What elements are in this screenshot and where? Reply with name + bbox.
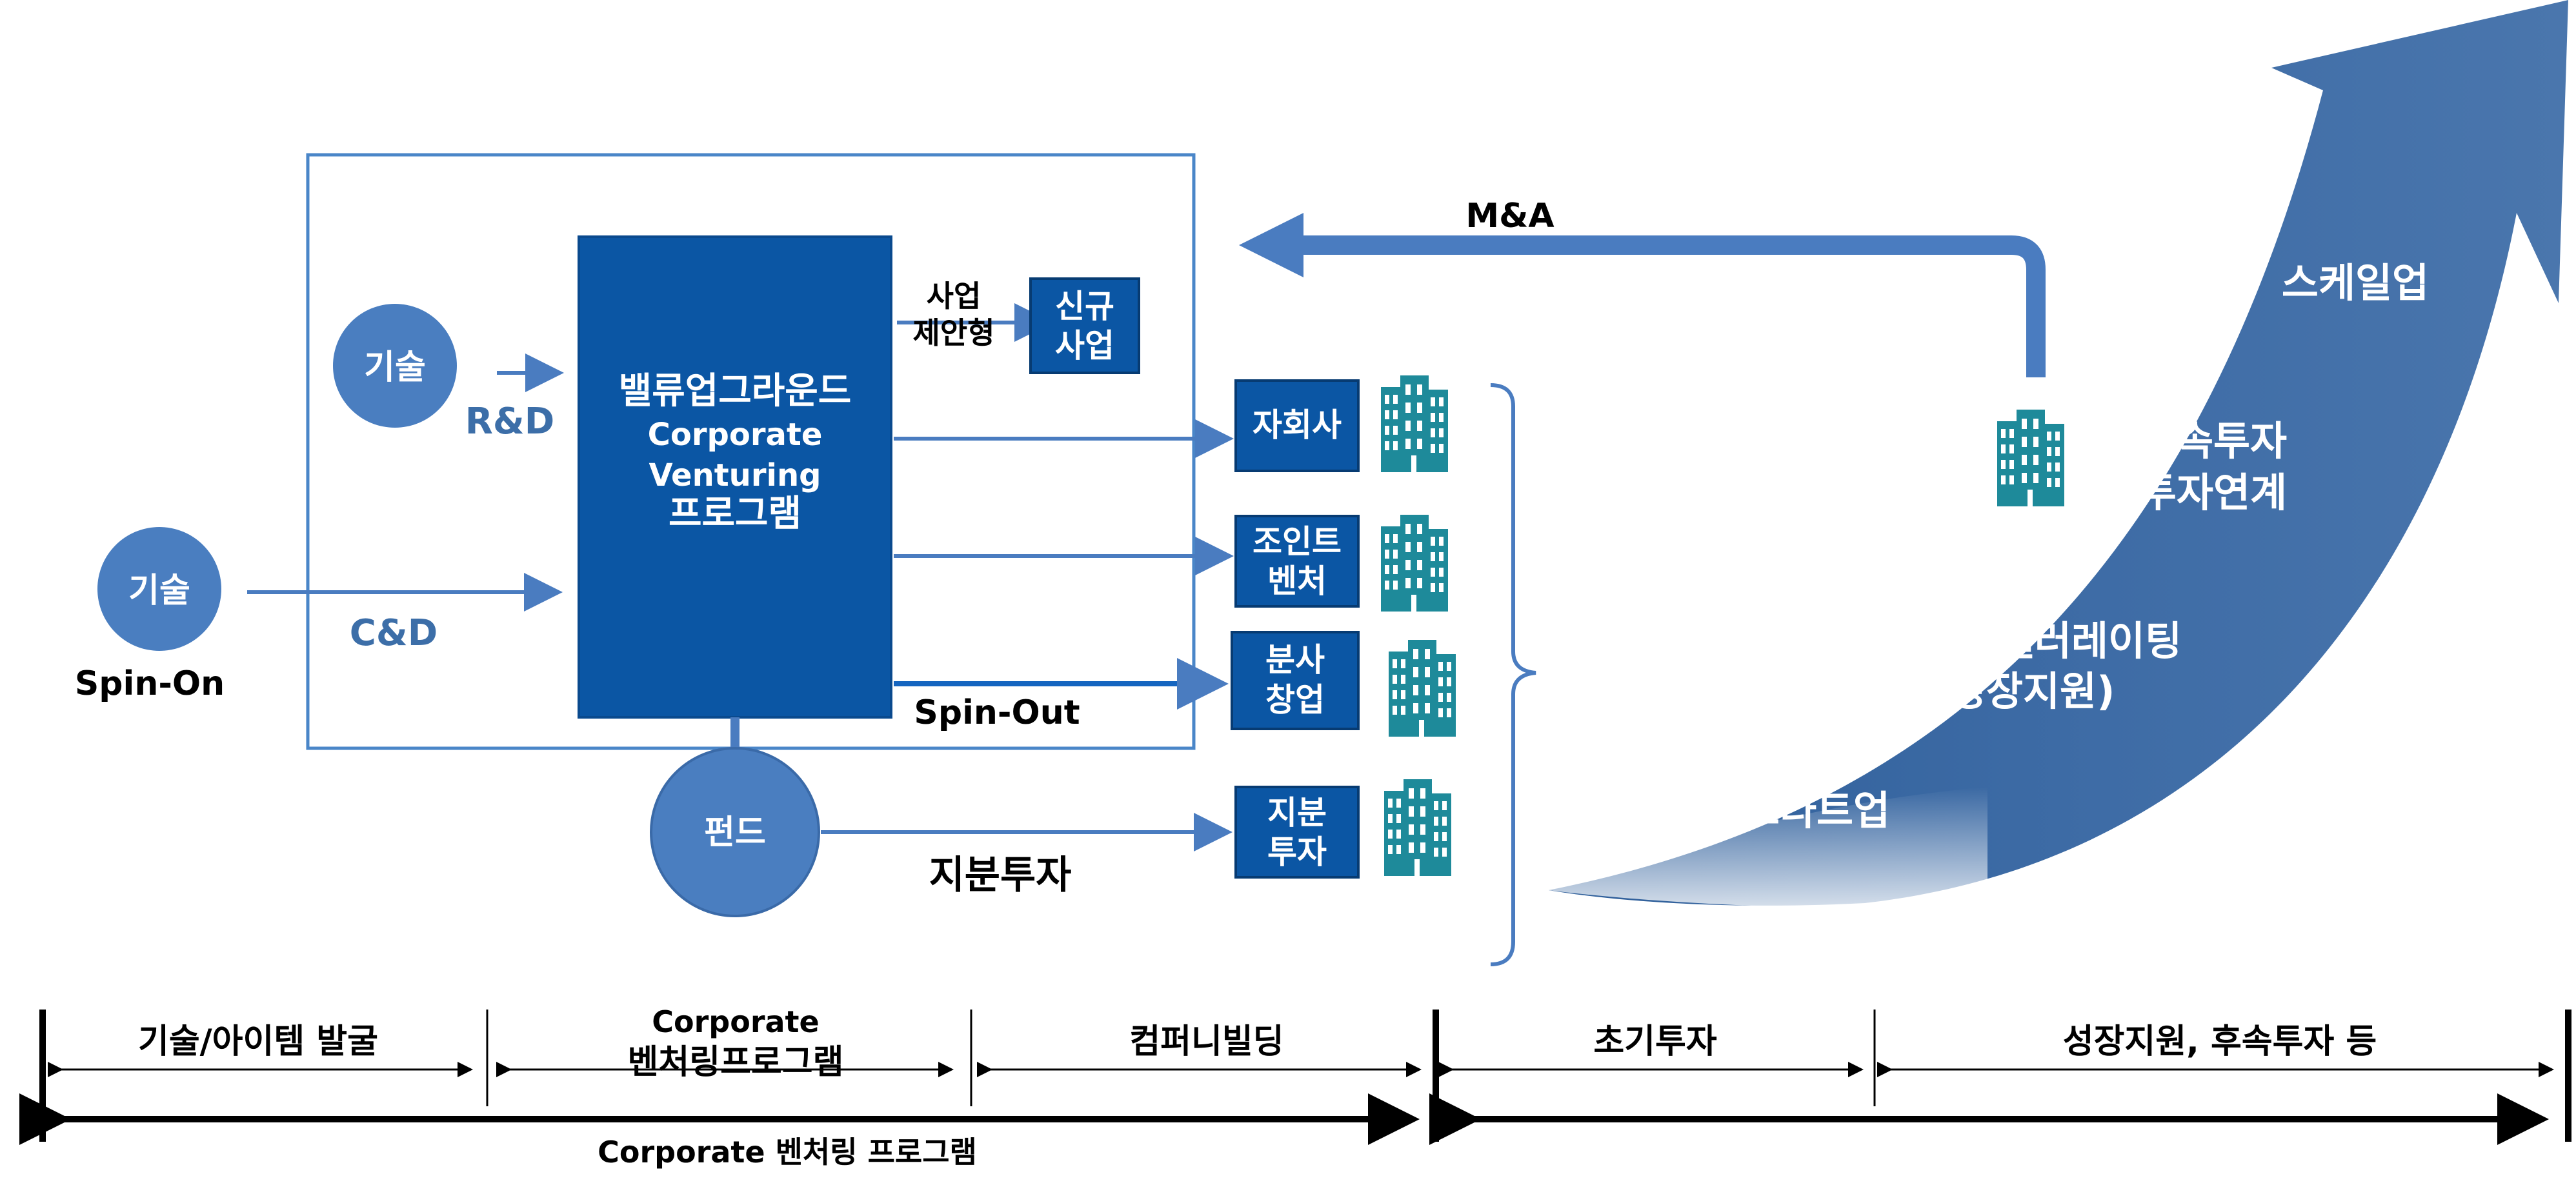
phase2-label-2: 벤처링프로그램 [628,1043,844,1082]
equity-label-1: 지분 [1267,794,1327,831]
joint-venture-label-1: 조인트 [1253,523,1342,561]
proposal-label-1: 사업 [927,279,981,313]
mna-label: M&A [1465,197,1554,235]
tech-inner-label: 기술 [364,348,426,387]
tech-outer-label: 기술 [128,572,190,610]
growth-followon-label-2: 투자연계 [2140,469,2287,516]
equity-box [1234,786,1360,879]
spin-out-label: Spin-Out [914,693,1080,732]
building-icon [1381,515,1448,612]
spinoff-label-1: 분사 [1265,641,1325,679]
subsidiary-box [1234,379,1360,472]
building-icon [1384,779,1451,876]
growth-accel-label-2: (성장지원) [1931,668,2115,715]
spinoff-box [1231,631,1360,730]
new-business-box [1029,277,1140,374]
program-label: 프로그램 [669,493,801,535]
joint-venture-box [1234,515,1360,608]
phase4-label: 초기투자 [1593,1022,1717,1061]
growth-scaleup-label: 스케일업 [2282,259,2429,306]
spin-on-label: Spin-On [75,664,225,703]
mna-arrow-shaft [1297,235,2046,377]
tech-circle-inner [333,304,457,428]
equity-investment-label: 지분투자 [929,853,1072,898]
new-business-label-1: 신규 [1055,288,1114,325]
growth-accel-label-1: 액셀러레이팅 [1961,617,2182,664]
building-icon [1381,375,1448,472]
tech-circle-outer [97,527,221,651]
spinoff-label-2: 창업 [1265,681,1325,719]
rd-label: R&D [465,401,554,443]
growth-startup-label: 스타트업 [1743,787,1890,834]
new-business-label-2: 사업 [1055,327,1114,364]
equity-label-2: 투자 [1267,833,1327,871]
phase5-label: 성장지원, 후속투자 등 [2063,1022,2377,1061]
program-box [578,235,892,719]
program-venturing: Venturing [649,457,821,493]
subsidiary-label: 자회사 [1253,406,1342,444]
building-icon [1997,410,2064,506]
program-title: 밸류업그라운드 [619,370,852,412]
program-corporate: Corporate [648,417,823,453]
phase1-label: 기술/아이템 발굴 [138,1022,378,1061]
building-icon [1389,640,1456,737]
proposal-label-2: 제안형 [913,315,995,350]
fund-circle [650,747,820,917]
phase2-label-1: Corporate [652,1004,820,1039]
program-frame [306,153,1196,750]
fund-label: 펀드 [704,813,766,852]
timeline [19,1010,2571,1145]
growth-arrow [1549,0,2568,910]
cd-label: C&D [350,612,438,654]
growth-followon-label-1: 후속투자 [2140,417,2287,464]
output-brace [1490,383,1536,966]
phase3-label: 컴퍼니빌딩 [1129,1022,1283,1061]
mna-arrow-head [1239,213,1303,277]
corporate-program-label: Corporate 벤처링 프로그램 [598,1135,977,1169]
joint-venture-label-2: 벤처 [1267,562,1327,600]
